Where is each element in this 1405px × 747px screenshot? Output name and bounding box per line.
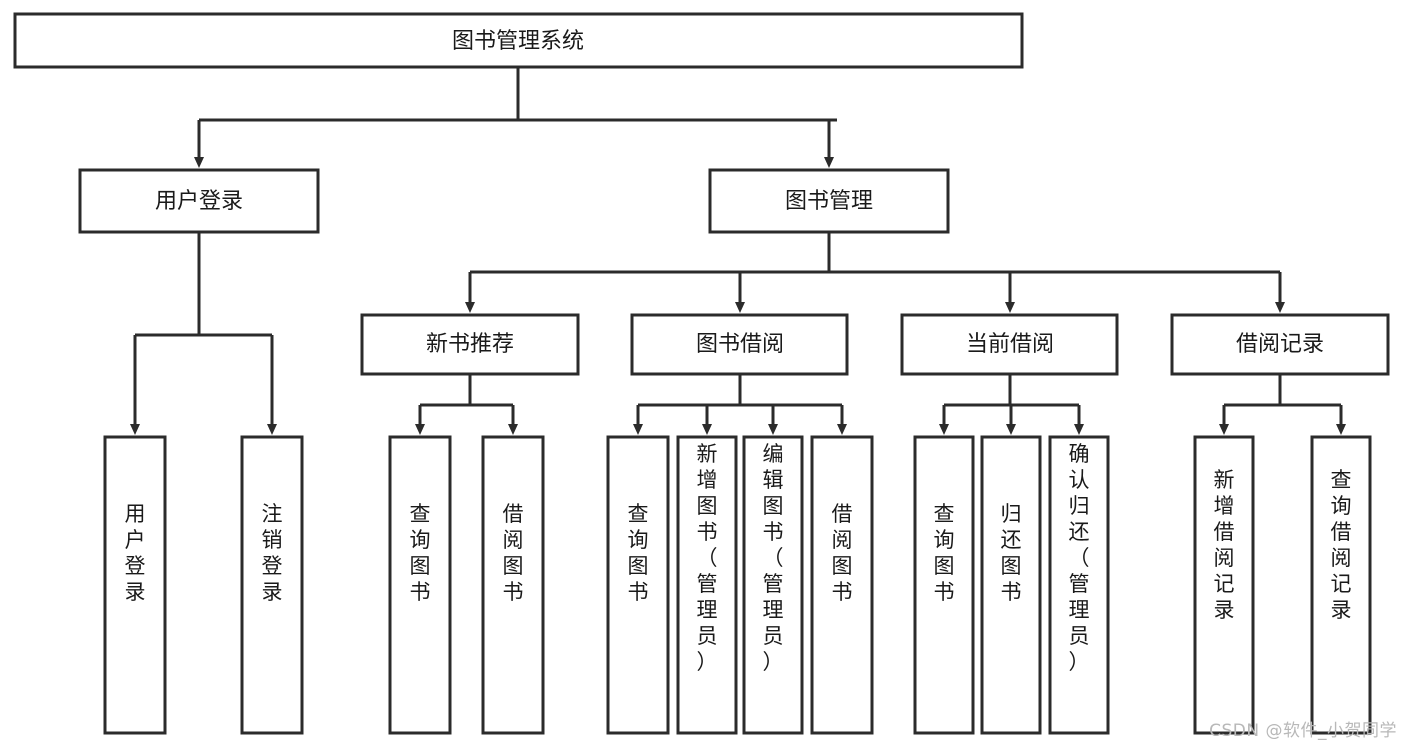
- node-current-borrow-label: 当前借阅: [966, 332, 1054, 357]
- node-leaf-query-book-borrow[interactable]: 查询图书: [606, 435, 670, 735]
- connector-group-book-management: [465, 232, 1285, 313]
- node-leaf-add-borrow-record-box: [1193, 435, 1255, 735]
- node-leaf-query-book-current-box: [913, 435, 975, 735]
- node-leaf-borrow-book-label: 借阅图书: [832, 502, 853, 604]
- node-leaf-borrow-book-rec-box: [481, 435, 545, 735]
- node-leaf-return-book-box: [980, 435, 1042, 735]
- node-leaf-edit-book[interactable]: 编辑图书（管理员）: [742, 435, 804, 735]
- node-leaf-query-book-rec-box: [388, 435, 452, 735]
- node-book-management-box: [708, 168, 950, 234]
- node-borrow-record[interactable]: 借阅记录: [1170, 313, 1390, 376]
- node-current-borrow[interactable]: 当前借阅: [900, 313, 1119, 376]
- node-leaf-logout[interactable]: 注销登录: [240, 435, 304, 735]
- node-leaf-edit-book-label: 编辑图书（管理员）: [763, 442, 784, 674]
- node-leaf-query-borrow-record[interactable]: 查询借阅记录: [1310, 435, 1372, 735]
- node-root-label: 图书管理系统: [452, 29, 584, 54]
- node-leaf-add-book[interactable]: 新增图书（管理员）: [676, 435, 738, 735]
- node-leaf-query-book-borrow-box: [606, 435, 670, 735]
- node-leaf-query-book-current[interactable]: 查询图书: [913, 435, 975, 735]
- node-leaf-confirm-return[interactable]: 确认归还（管理员）: [1048, 435, 1110, 735]
- node-leaf-query-book-rec-label: 查询图书: [410, 502, 431, 604]
- node-book-management-label: 图书管理: [785, 189, 873, 214]
- node-leaf-query-borrow-record-box: [1310, 435, 1372, 735]
- node-leaf-borrow-book-rec-label: 借阅图书: [503, 502, 524, 604]
- node-leaf-query-book-rec[interactable]: 查询图书: [388, 435, 452, 735]
- node-leaf-borrow-book[interactable]: 借阅图书: [810, 435, 874, 735]
- node-leaf-add-borrow-record[interactable]: 新增借阅记录: [1193, 435, 1255, 735]
- node-leaf-add-book-box: [676, 435, 738, 735]
- node-user-login[interactable]: 用户登录: [78, 168, 320, 234]
- node-book-borrow-box: [630, 313, 849, 376]
- node-leaf-query-book-current-label: 查询图书: [934, 502, 955, 604]
- node-leaf-return-book[interactable]: 归还图书: [980, 435, 1042, 735]
- node-root-box: [13, 12, 1024, 69]
- connector-group-current-borrow: [939, 374, 1084, 435]
- node-leaf-logout-label: 注销登录: [262, 502, 283, 604]
- node-leaf-user-login[interactable]: 用户登录: [103, 435, 167, 735]
- node-leaf-add-book-label: 新增图书（管理员）: [697, 442, 718, 674]
- node-leaf-return-book-label: 归还图书: [1001, 502, 1022, 604]
- node-user-login-label: 用户登录: [155, 189, 243, 214]
- node-leaf-add-borrow-record-label: 新增借阅记录: [1214, 468, 1235, 622]
- node-leaf-logout-box: [240, 435, 304, 735]
- node-leaf-borrow-book-box: [810, 435, 874, 735]
- node-leaf-query-borrow-record-label: 查询借阅记录: [1331, 468, 1352, 622]
- node-new-book-recommend-box: [360, 313, 580, 376]
- node-leaf-user-login-box: [103, 435, 167, 735]
- node-leaf-user-login-label: 用户登录: [125, 502, 146, 604]
- node-leaf-confirm-return-box: [1048, 435, 1110, 735]
- node-leaf-edit-book-box: [742, 435, 804, 735]
- node-book-management[interactable]: 图书管理: [708, 168, 950, 234]
- node-leaf-confirm-return-label: 确认归还（管理员）: [1069, 442, 1090, 674]
- connector-group-root: [194, 67, 837, 168]
- node-leaf-borrow-book-rec[interactable]: 借阅图书: [481, 435, 545, 735]
- connector-group-book-borrow: [633, 374, 847, 435]
- node-root[interactable]: 图书管理系统: [13, 12, 1024, 69]
- node-user-login-box: [78, 168, 320, 234]
- node-current-borrow-box: [900, 313, 1119, 376]
- node-leaf-query-book-borrow-label: 查询图书: [628, 502, 649, 604]
- node-new-book-recommend-label: 新书推荐: [426, 332, 514, 357]
- node-book-borrow-label: 图书借阅: [696, 332, 784, 357]
- node-borrow-record-box: [1170, 313, 1390, 376]
- connector-group-user-login: [130, 232, 277, 435]
- node-book-borrow[interactable]: 图书借阅: [630, 313, 849, 376]
- node-borrow-record-label: 借阅记录: [1236, 332, 1324, 357]
- csdn-watermark: CSDN @软件_小贺同学: [1209, 721, 1397, 741]
- node-new-book-recommend[interactable]: 新书推荐: [360, 313, 580, 376]
- connector-group-new-book-recommend: [415, 374, 518, 435]
- connector-group-borrow-record: [1219, 374, 1346, 435]
